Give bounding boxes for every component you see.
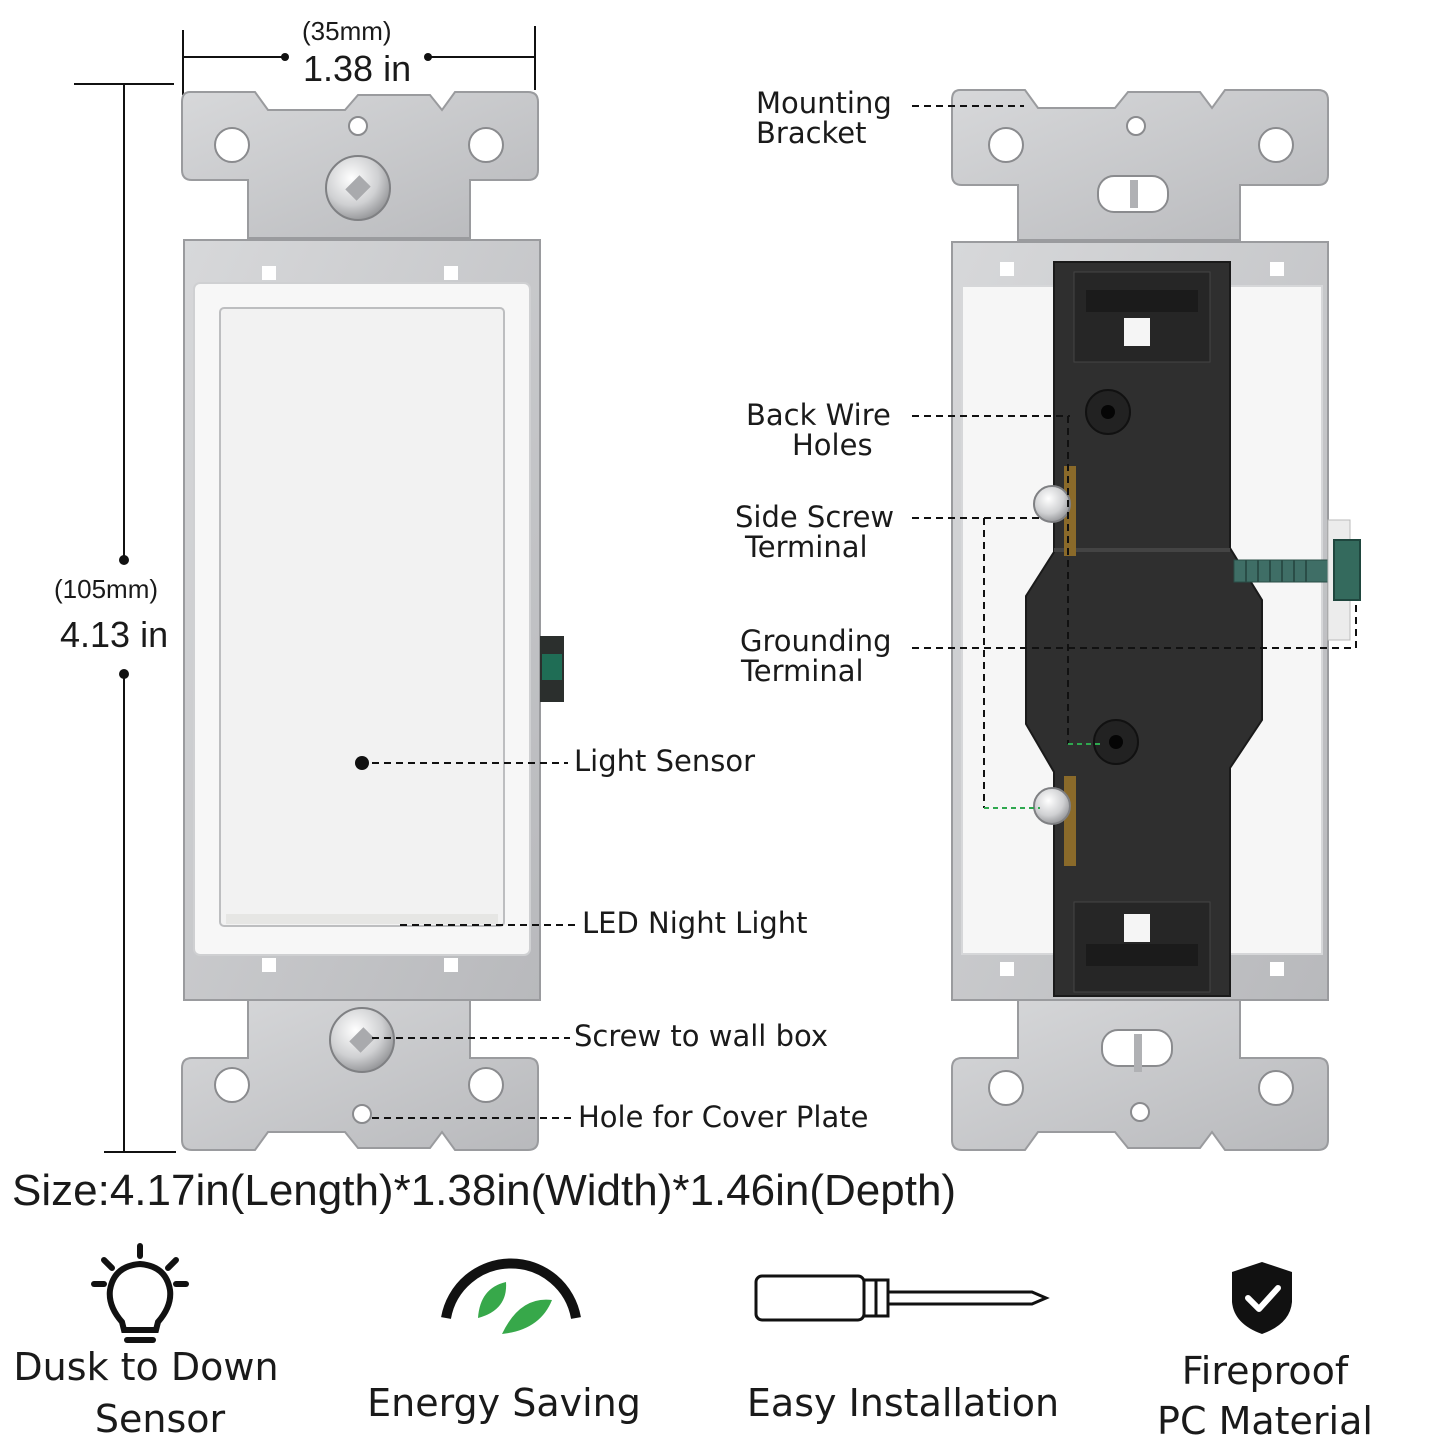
feature-fireproof-line1: Fireproof	[1181, 1349, 1349, 1393]
side-screw-top	[1033, 485, 1071, 523]
screwdriver-icon	[754, 1274, 1050, 1322]
height-mm-label: (105mm)	[54, 574, 159, 604]
front-switch	[181, 91, 564, 1151]
screw-to-wall-box-label: Screw to wall box	[574, 1019, 828, 1053]
back-wire-holes-label-1: Back Wire	[746, 398, 891, 432]
mounting-bracket-label-1: Mounting	[756, 86, 892, 120]
feature-dusk-sensor-line1: Dusk to Down	[13, 1345, 279, 1389]
led-night-light-label: LED Night Light	[582, 906, 808, 940]
light-sensor-label: Light Sensor	[574, 744, 755, 778]
mounting-bracket-label-2: Bracket	[756, 116, 867, 150]
back-switch	[951, 89, 1361, 1151]
side-screw-terminal-label-2: Terminal	[745, 530, 868, 564]
rocker-paddle	[219, 307, 505, 927]
front-leader-lines	[372, 762, 580, 1119]
feature-dusk-sensor-line2: Sensor	[94, 1397, 226, 1441]
width-dimension	[182, 26, 536, 95]
back-bottom-bracket	[951, 999, 1329, 1151]
back-leader-lines	[912, 105, 1357, 808]
grounding-screw	[1233, 559, 1337, 583]
height-in-label: 4.13 in	[60, 614, 169, 655]
shield-check-icon	[1232, 1262, 1292, 1334]
feature-easy-installation: Easy Installation	[746, 1381, 1060, 1425]
width-in-label: 1.38 in	[303, 48, 412, 89]
leaf-gauge-icon	[441, 1258, 581, 1334]
side-screw-bottom	[1033, 787, 1071, 825]
light-bulb-icon	[91, 1243, 189, 1343]
height-dimension	[74, 83, 176, 1153]
feature-fireproof-line2: PC Material	[1157, 1399, 1373, 1443]
feature-energy-saving: Energy Saving	[367, 1381, 641, 1425]
back-wire-holes-label-2: Holes	[792, 428, 873, 462]
side-screw-terminal-label-1: Side Screw	[735, 500, 895, 534]
light-sensor-dot	[355, 756, 369, 770]
grounding-terminal-label-1: Grounding	[740, 624, 892, 658]
grounding-terminal-label-2: Terminal	[741, 654, 864, 688]
width-mm-label: (35mm)	[302, 16, 392, 46]
hole-for-cover-plate-label: Hole for Cover Plate	[578, 1100, 869, 1134]
back-housing	[1025, 261, 1263, 997]
back-top-bracket	[951, 89, 1329, 241]
size-specification: Size:4.17in(Length)*1.38in(Width)*1.46in…	[12, 1166, 957, 1215]
